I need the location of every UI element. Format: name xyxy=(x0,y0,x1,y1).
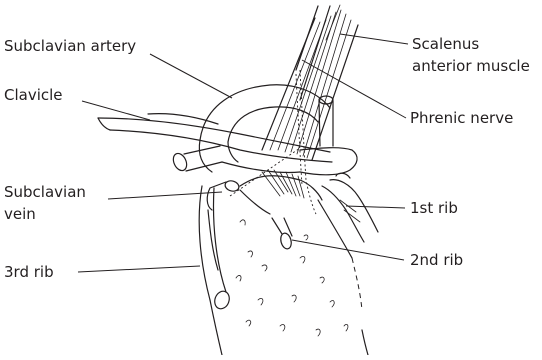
leader-third-rib xyxy=(78,266,200,272)
subclavian-artery xyxy=(199,85,330,172)
leader-scalenus xyxy=(340,34,408,44)
leader-first-rib xyxy=(346,206,405,208)
label-subclavian-vein-line2: vein xyxy=(4,205,36,224)
chest-wall xyxy=(210,258,368,355)
label-subclavian-vein-line1: Subclavian xyxy=(4,183,86,202)
leader-phrenic-nerve xyxy=(302,60,406,118)
label-scalenus-line2: anterior muscle xyxy=(412,57,530,76)
third-rib xyxy=(199,186,231,311)
clavicle xyxy=(98,114,332,162)
label-third-rib: 3rd rib xyxy=(4,263,54,282)
leader-subclavian-vein xyxy=(108,192,222,199)
label-phrenic-nerve: Phrenic nerve xyxy=(410,109,513,128)
pleura-squiggles xyxy=(236,220,348,336)
scalenus-anterior-muscle xyxy=(262,5,358,160)
leader-clavicle xyxy=(82,101,150,120)
subclavian-vein xyxy=(171,146,357,214)
leader-lines xyxy=(78,34,408,272)
leader-subclavian-artery xyxy=(150,54,232,98)
leader-second-rib xyxy=(292,240,404,260)
label-second-rib: 2nd rib xyxy=(410,251,463,270)
label-subclavian-artery: Subclavian artery xyxy=(4,37,136,56)
first-rib xyxy=(322,173,378,242)
label-clavicle: Clavicle xyxy=(4,86,63,105)
artery-branch xyxy=(319,96,333,146)
second-rib xyxy=(272,200,352,258)
label-first-rib: 1st rib xyxy=(410,199,458,218)
label-scalenus-line1: Scalenus xyxy=(412,35,479,54)
